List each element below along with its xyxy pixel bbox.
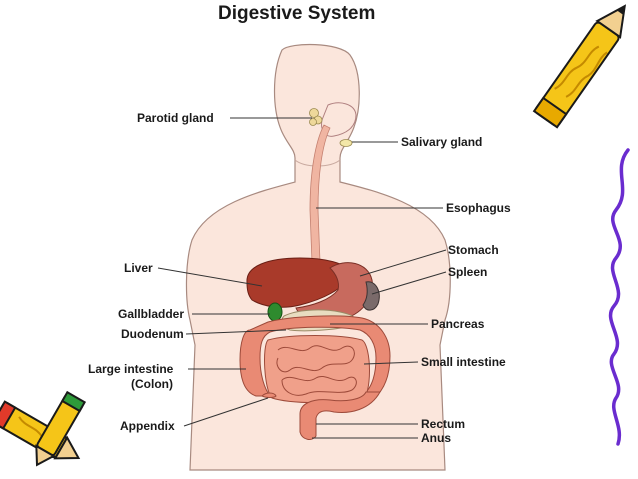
label-salivary-gland: Salivary gland [401, 135, 482, 149]
leader-lines [157, 117, 447, 439]
leader-small-intestine [363, 361, 419, 365]
crayon-bottom-left-2-icon [35, 390, 87, 467]
gallbladder-shape [267, 302, 283, 322]
label-esophagus: Esophagus [446, 201, 511, 215]
label-large-intestine: Large intestine [88, 362, 174, 376]
parotid-gland-shape [309, 108, 323, 126]
label-colon: (Colon) [131, 377, 173, 391]
label-anus: Anus [421, 431, 451, 445]
small-intestine-shape [264, 335, 370, 404]
leader-stomach [359, 249, 447, 277]
labels: Parotid gland Salivary gland Esophagus S… [88, 111, 511, 445]
diagram-title: Digestive System [218, 3, 375, 24]
label-small-intestine: Small intestine [421, 355, 506, 369]
label-rectum: Rectum [421, 417, 465, 431]
label-appendix: Appendix [120, 419, 175, 433]
liver-shape [246, 257, 353, 308]
leader-duodenum [185, 329, 287, 335]
label-duodenum: Duodenum [121, 327, 184, 341]
appendix-shape [261, 392, 277, 398]
label-stomach: Stomach [448, 243, 499, 257]
label-gallbladder: Gallbladder [118, 307, 184, 321]
salivary-gland-shape [339, 139, 353, 147]
label-liver: Liver [124, 261, 153, 275]
spleen-shape [362, 281, 380, 311]
leader-spleen [371, 271, 447, 295]
crayon-top-right-icon [532, 4, 627, 129]
leader-appendix [183, 397, 269, 427]
label-spleen: Spleen [448, 265, 487, 279]
rectum-shape [299, 391, 381, 440]
purple-squiggle-icon [608, 148, 630, 446]
leader-liver [157, 267, 263, 287]
label-parotid-gland: Parotid gland [137, 111, 214, 125]
label-pancreas: Pancreas [431, 317, 485, 331]
